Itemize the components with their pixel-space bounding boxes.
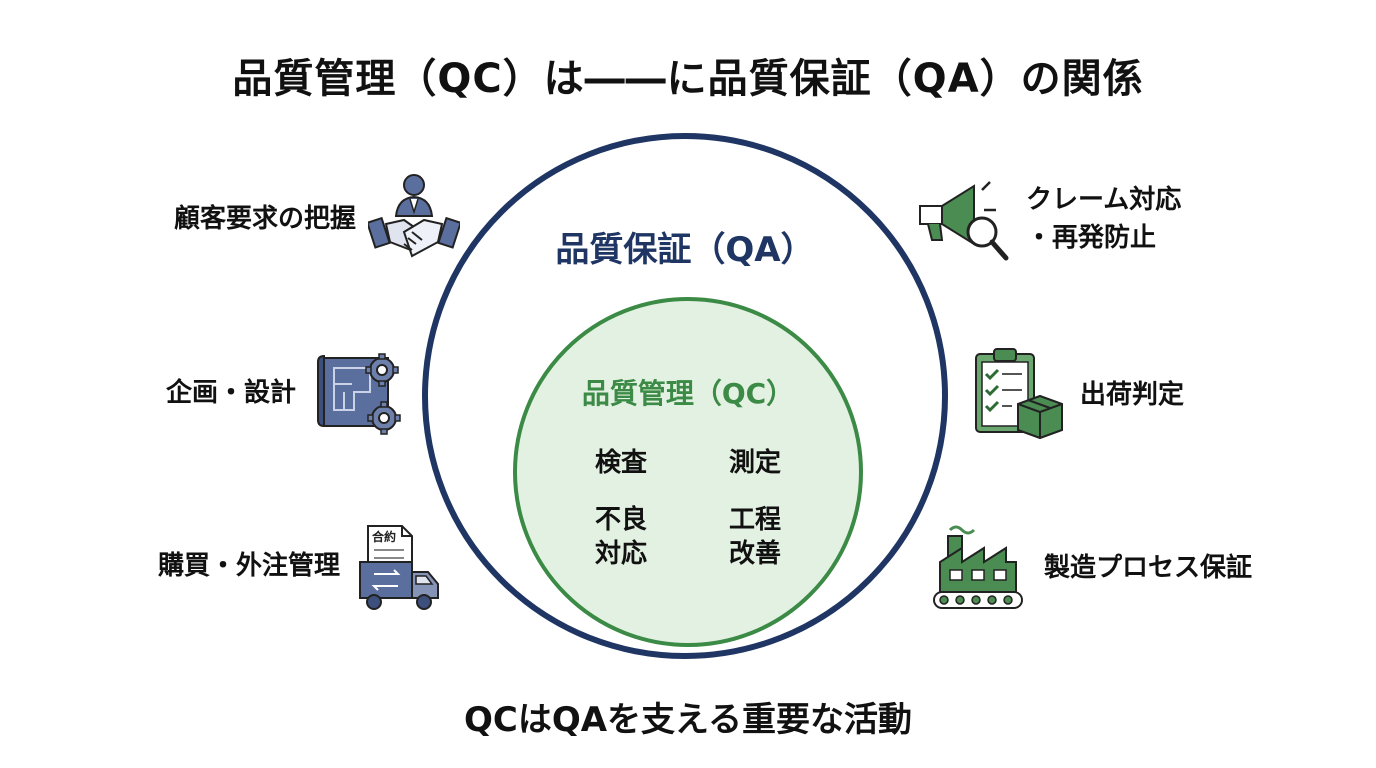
- delivery-truck-contract-icon: 合約: [354, 522, 446, 614]
- qc-label: 品質管理（QC）: [581, 377, 795, 410]
- qc-item-inspection: 検査: [561, 446, 681, 480]
- megaphone-magnifier-icon: [912, 172, 1012, 268]
- qc-item-line: 検査: [594, 448, 647, 478]
- qc-inner-circle: [513, 297, 863, 647]
- qc-item-measurement: 測定: [695, 446, 815, 480]
- right-item-manufacturing-line: 製造プロセス保証: [1044, 553, 1253, 583]
- qc-item-process-improvement: 工程 改善: [695, 503, 815, 571]
- contract-text: 合約: [372, 529, 396, 544]
- qc-item-defect-response: 不良 対応: [561, 503, 681, 571]
- left-item-planning-design: 企画・設計: [165, 378, 296, 408]
- qa-label: 品質保証（QA）: [555, 230, 815, 270]
- right-item-claims-line: ・再発防止: [1026, 223, 1157, 253]
- factory-conveyor-icon: [928, 522, 1028, 614]
- qc-item-line: 対応: [594, 539, 647, 569]
- left-item-procurement: 購買・外注管理: [157, 551, 340, 581]
- checklist-box-icon: [968, 346, 1064, 442]
- right-item-shipping: 出荷判定: [1080, 376, 1184, 414]
- blueprint-gears-icon: [312, 348, 404, 440]
- qc-item-line: 工程: [728, 505, 781, 535]
- qc-item-line: 不良: [594, 505, 647, 535]
- qc-item-line: 改善: [728, 539, 781, 569]
- handshake-icon: [368, 172, 460, 264]
- left-item-customer-requirements: 顧客要求の把握: [173, 204, 356, 234]
- right-item-shipping-line: 出荷判定: [1080, 380, 1185, 410]
- qc-item-line: 測定: [728, 448, 781, 478]
- right-item-manufacturing: 製造プロセス保証: [1044, 549, 1252, 587]
- right-item-claims: クレーム対応 ・再発防止: [1026, 181, 1181, 257]
- right-item-claims-line: クレーム対応: [1026, 185, 1182, 215]
- footer-caption: QCはQAを支える重要な活動: [463, 700, 913, 740]
- page-title: 品質管理（QC）は――に品質保証（QA）の関係: [232, 56, 1144, 102]
